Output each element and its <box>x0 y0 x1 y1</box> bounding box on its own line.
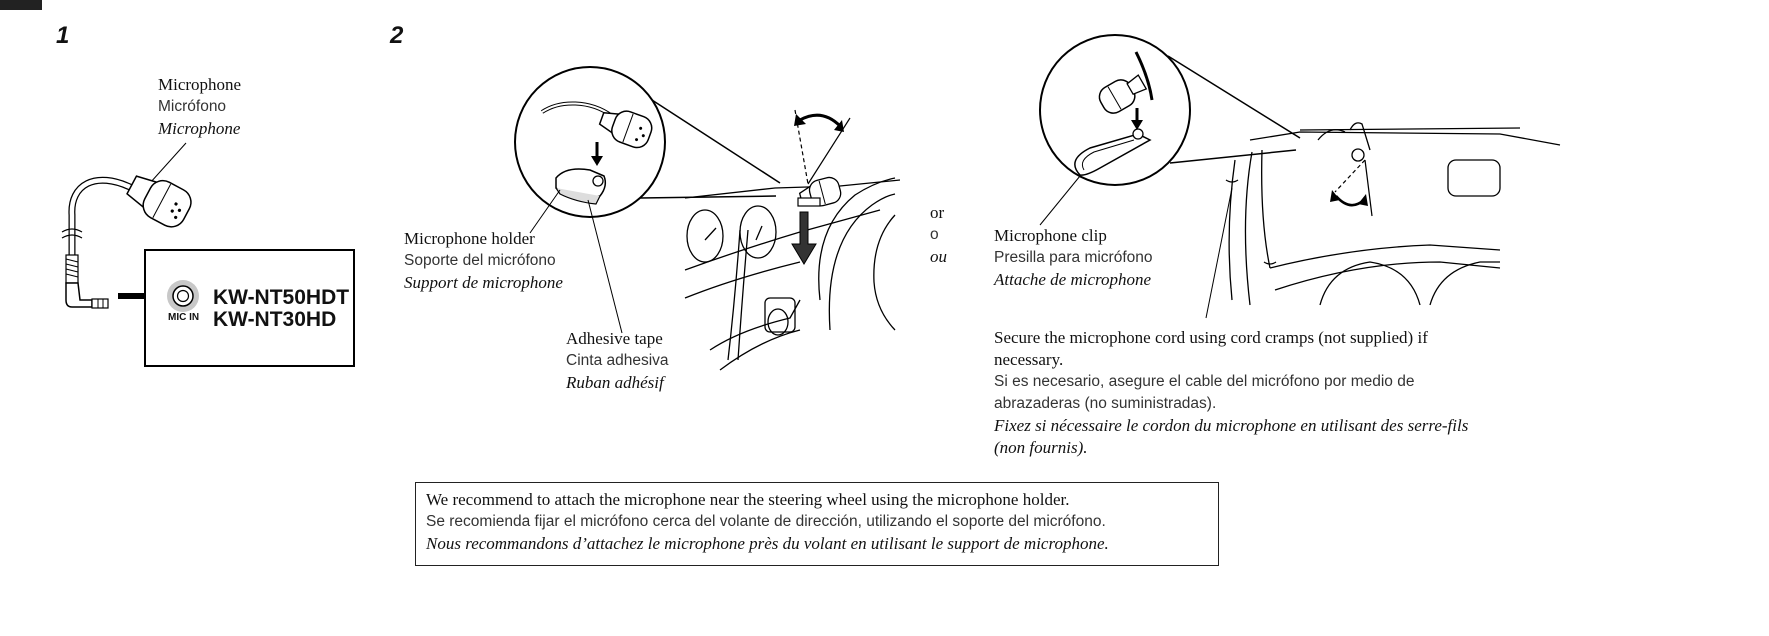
cord-note-fr-line-2: (non fournis). <box>994 438 1088 457</box>
cord-note-en-line-1: Secure the microphone cord using cord cr… <box>994 328 1428 347</box>
microphone-holder-label-en: Microphone holder <box>404 229 535 248</box>
model-name-1: KW-NT50HDT <box>213 286 350 309</box>
microphone-clip-label-es: Presilla para micrófono <box>994 249 1153 266</box>
microphone-holder-label: Microphone holder Soporte del micrófono … <box>404 228 563 294</box>
model-name-2: KW-NT30HD <box>213 308 337 331</box>
recommendation-fr: Nous recommandons d’attachez le micropho… <box>426 534 1109 553</box>
microphone-holder-label-es: Soporte del micrófono <box>404 252 556 269</box>
adhesive-tape-label-fr: Ruban adhésif <box>566 373 664 392</box>
microphone-clip-label-fr: Attache de microphone <box>994 270 1152 289</box>
plug-body <box>65 282 93 308</box>
cord-note-es-line-1: Si es necesario, asegure el cable del mi… <box>994 373 1415 390</box>
clip-shape <box>1074 133 1152 176</box>
or-label-fr: ou <box>930 247 947 266</box>
cord-securing-note: Secure the microphone cord using cord cr… <box>994 327 1468 459</box>
or-label: or o ou <box>930 202 947 268</box>
holder-detail-circle <box>514 66 666 218</box>
cord-note-fr-line-1: Fixez si nécessaire le cordon du microph… <box>994 416 1469 435</box>
microphone-leader-line <box>149 142 187 184</box>
or-label-en: or <box>930 203 945 222</box>
microphone-clip-label: Microphone clip Presilla para micrófono … <box>994 225 1153 291</box>
microphone-clip-label-en: Microphone clip <box>994 226 1107 245</box>
microphone-label: Microphone Micrófono Microphone <box>158 74 241 140</box>
recommendation-box: We recommend to attach the microphone ne… <box>415 482 1219 566</box>
recommendation-es: Se recomienda fijar el micrófono cerca d… <box>426 513 1106 530</box>
mic-in-jack-label: MIC IN <box>168 312 200 323</box>
recommendation-en: We recommend to attach the microphone ne… <box>426 490 1070 509</box>
page-corner-tab <box>0 0 42 10</box>
or-label-es: o <box>930 226 939 243</box>
microphone-head <box>126 175 192 228</box>
adhesive-tape-label-en: Adhesive tape <box>566 329 663 348</box>
step-2-number: 2 <box>390 22 404 49</box>
cord-note-es-line-2: abrazaderas (no suministradas). <box>994 395 1217 412</box>
dashboard-drawing <box>684 177 901 371</box>
step-1-number: 1 <box>56 22 70 49</box>
car-interior-drawing <box>1228 122 1561 306</box>
microphone-label-es: Micrófono <box>158 98 227 115</box>
microphone-label-en: Microphone <box>158 75 242 94</box>
adhesive-tape-label: Adhesive tape Cinta adhesiva Ruban adhés… <box>566 328 669 394</box>
cord-note-en-line-2: necessary. <box>994 350 1064 369</box>
microphone-holder-label-fr: Support de microphone <box>404 273 563 292</box>
microphone-label-fr: Microphone <box>158 119 241 138</box>
adhesive-tape-label-es: Cinta adhesiva <box>566 352 669 369</box>
